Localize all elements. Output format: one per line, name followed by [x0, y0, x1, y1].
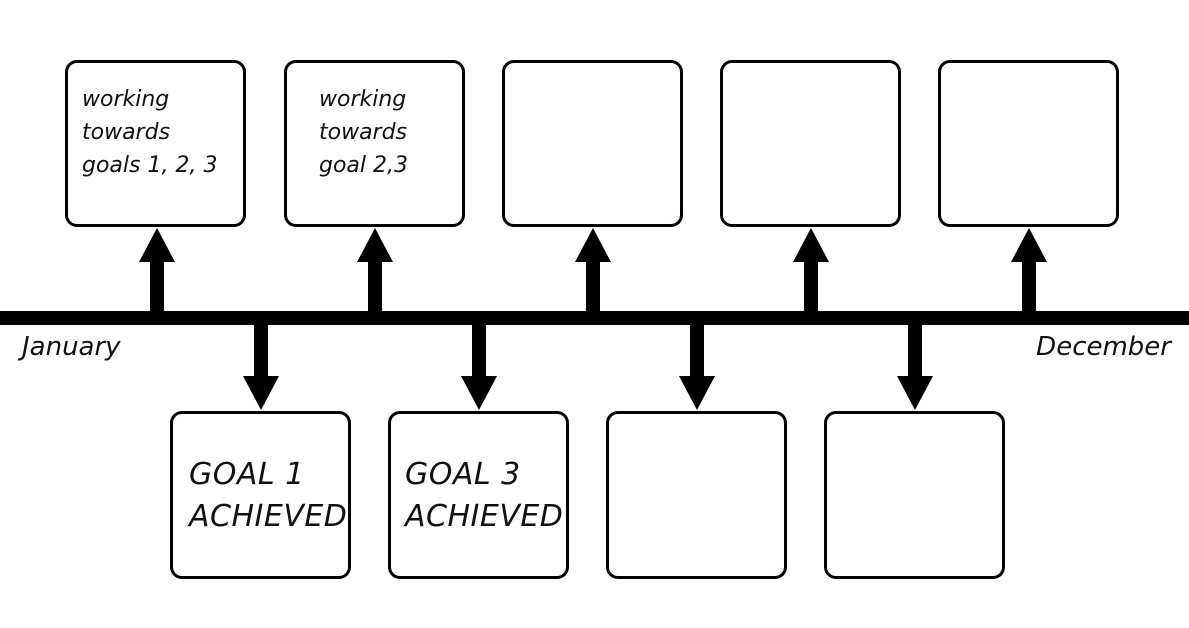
start-month-label: January — [22, 332, 121, 362]
up-arrow-2 — [357, 228, 393, 318]
end-month-label: December — [1036, 332, 1171, 362]
down-arrow-1 — [243, 318, 279, 410]
bottom-box-1: GOAL 1 ACHIEVED — [170, 411, 351, 579]
bottom-box-2: GOAL 3 ACHIEVED — [388, 411, 569, 579]
top-box-5 — [938, 60, 1119, 227]
top-box-1-text: working towards goals 1, 2, 3 — [82, 87, 218, 178]
down-arrow-4 — [897, 318, 933, 410]
bottom-box-2-text: GOAL 3 ACHIEVED — [405, 457, 564, 534]
up-arrow-3 — [575, 228, 611, 318]
top-box-2-text: working towards goal 2,3 — [319, 87, 408, 178]
bottom-box-4 — [824, 411, 1005, 579]
top-box-2: working towards goal 2,3 — [284, 60, 465, 227]
down-arrow-3 — [679, 318, 715, 410]
up-arrow-5 — [1011, 228, 1047, 318]
top-box-3 — [502, 60, 683, 227]
bottom-box-1-text: GOAL 1 ACHIEVED — [189, 457, 348, 534]
top-box-1: working towards goals 1, 2, 3 — [65, 60, 246, 227]
top-box-4 — [720, 60, 901, 227]
up-arrow-4 — [793, 228, 829, 318]
down-arrow-2 — [461, 318, 497, 410]
bottom-box-3 — [606, 411, 787, 579]
up-arrow-1 — [139, 228, 175, 318]
